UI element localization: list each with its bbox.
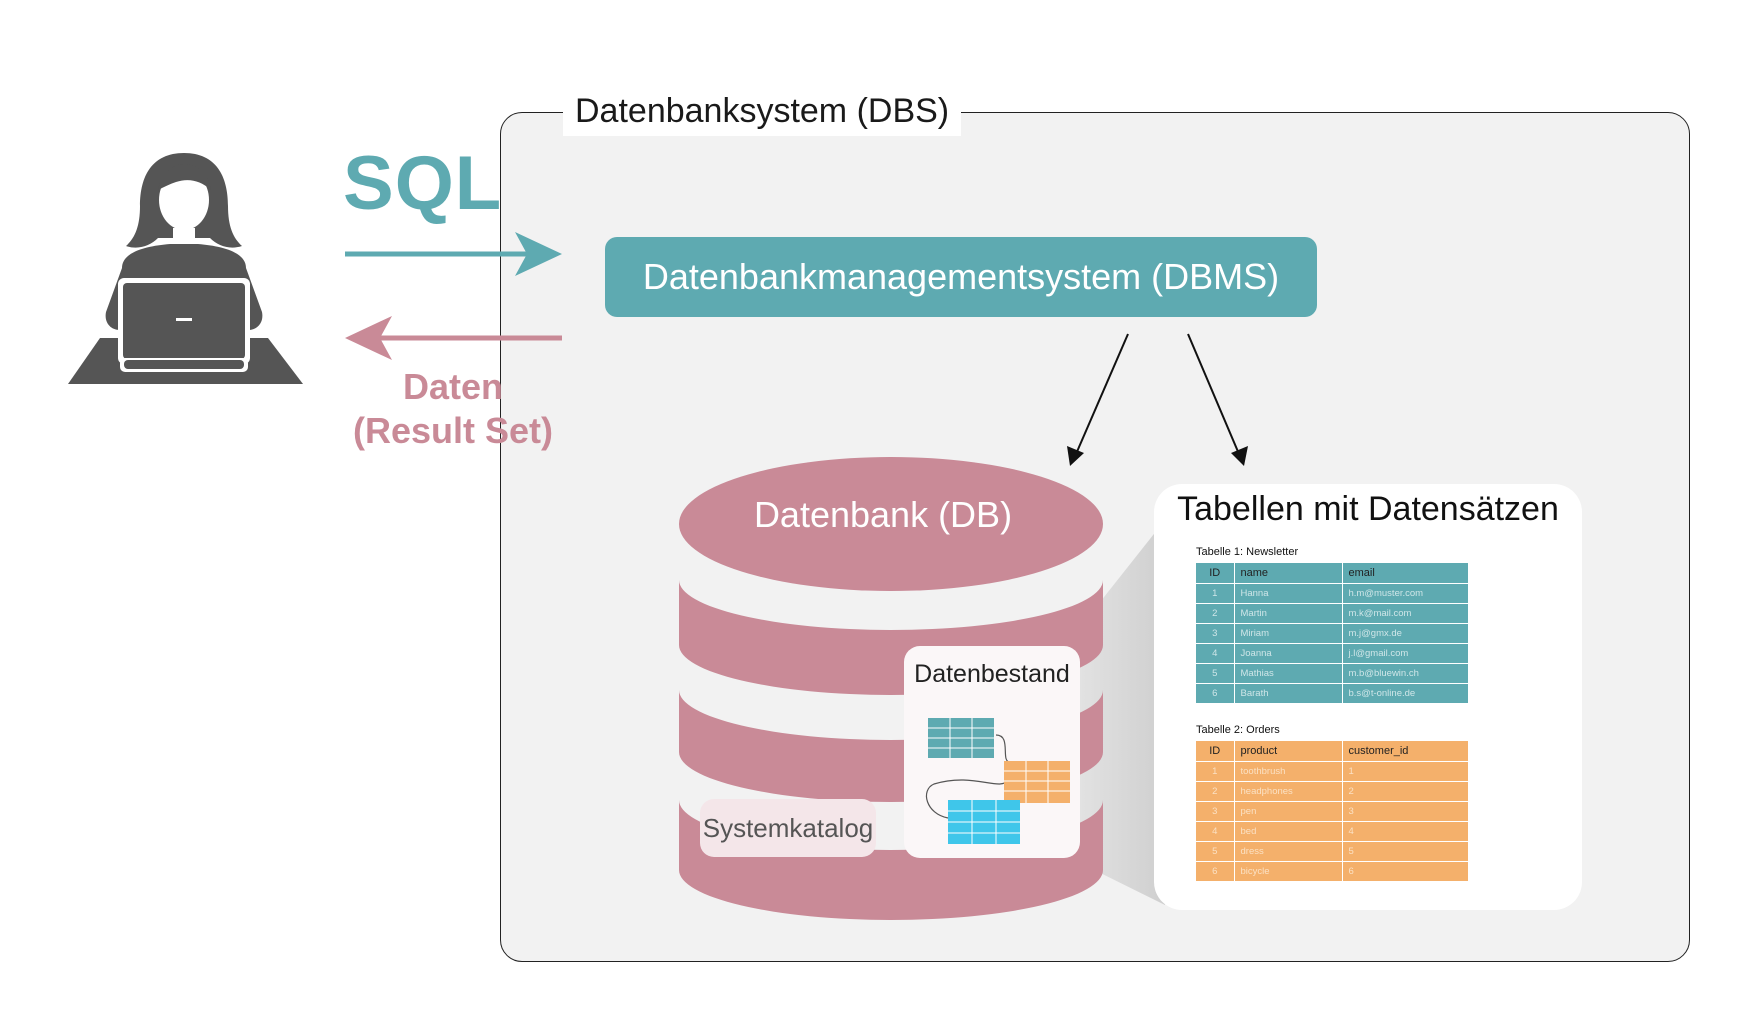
table1-caption: Tabelle 1: Newsletter xyxy=(1196,546,1299,558)
result-set-label: Daten (Result Set) xyxy=(348,365,558,453)
table-cell: 6 xyxy=(1196,861,1234,881)
systemkatalog-box: Systemkatalog xyxy=(700,799,876,857)
table-cell: Mathias xyxy=(1233,663,1342,684)
table-cell: 2 xyxy=(1196,603,1234,624)
column-header: email xyxy=(1341,563,1468,584)
dbms-label: Datenbankmanagementsystem (DBMS) xyxy=(642,256,1280,297)
table-cell: pen xyxy=(1233,801,1342,822)
table-cell: Martin xyxy=(1233,603,1342,624)
table-cell: bed xyxy=(1233,821,1342,842)
dbms-to-tables-arrow xyxy=(1187,333,1248,466)
table-cell: Hanna xyxy=(1233,583,1342,604)
table-cell: 5 xyxy=(1196,841,1234,862)
table-cell: Barath xyxy=(1233,683,1342,703)
table-cell: Miriam xyxy=(1233,623,1342,644)
table-cell: 6 xyxy=(1196,683,1234,703)
table-cell: 4 xyxy=(1341,821,1468,842)
tables-panel-title: Tabellen mit Datensätzen xyxy=(1177,490,1559,528)
dbms-box: Datenbankmanagementsystem (DBMS) xyxy=(605,237,1317,317)
table-cell: 1 xyxy=(1196,761,1234,782)
sql-request-arrow xyxy=(345,232,562,276)
column-header: name xyxy=(1233,563,1342,584)
column-header: ID xyxy=(1209,567,1221,579)
table-cell: m.j@gmx.de xyxy=(1341,623,1468,644)
table2-caption: Tabelle 2: Orders xyxy=(1196,724,1280,736)
table-cell: j.l@gmail.com xyxy=(1341,643,1468,664)
table-cell: bicycle xyxy=(1233,861,1342,881)
table-cell: 4 xyxy=(1196,821,1234,842)
table-cell: 6 xyxy=(1341,861,1468,881)
table-cell: m.b@bluewin.ch xyxy=(1341,663,1468,684)
result-label-line2: (Result Set) xyxy=(352,410,554,451)
dbms-to-db-arrow xyxy=(1067,333,1129,466)
column-header: ID xyxy=(1209,745,1221,757)
mini-table-teal xyxy=(928,718,994,758)
dbs-title: Datenbanksystem (DBS) xyxy=(563,86,962,136)
table-header-row: ID product customer_id xyxy=(1196,741,1468,762)
table-cell: h.m@muster.com xyxy=(1341,583,1468,604)
table-cell: 1 xyxy=(1341,761,1468,782)
result-set-arrow xyxy=(345,316,562,360)
database-label: Datenbank (DB) xyxy=(753,494,1013,535)
table-cell: 1 xyxy=(1196,583,1234,604)
datenbestand-label: Datenbestand xyxy=(914,660,1070,688)
mini-table-cyan xyxy=(948,800,1020,844)
table-cell: b.s@t-online.de xyxy=(1341,683,1468,703)
person-at-laptop-icon xyxy=(68,153,303,384)
table-cell: 2 xyxy=(1196,781,1234,802)
table-cell: dress xyxy=(1233,841,1342,862)
table-grid-icon xyxy=(925,718,1070,844)
table-cell: 4 xyxy=(1196,643,1234,664)
table-cell: headphones xyxy=(1233,781,1342,802)
systemkatalog-label: Systemkatalog xyxy=(702,812,874,843)
column-header: customer_id xyxy=(1341,741,1468,762)
table-cell: Joanna xyxy=(1233,643,1342,664)
table-header-row: ID name email xyxy=(1196,563,1468,584)
table-cell: 3 xyxy=(1341,801,1468,822)
table-cell: toothbrush xyxy=(1233,761,1342,782)
table-cell: 3 xyxy=(1196,801,1234,822)
result-label-line1: Daten xyxy=(402,366,504,407)
column-header: product xyxy=(1233,741,1342,762)
mini-table-orange xyxy=(1004,761,1070,803)
sql-label: SQL xyxy=(343,141,503,226)
table-cell: 3 xyxy=(1196,623,1234,644)
table-cell: 5 xyxy=(1341,841,1468,862)
table-cell: m.k@mail.com xyxy=(1341,603,1468,624)
table-cell: 2 xyxy=(1341,781,1468,802)
table-cell: 5 xyxy=(1196,663,1234,684)
